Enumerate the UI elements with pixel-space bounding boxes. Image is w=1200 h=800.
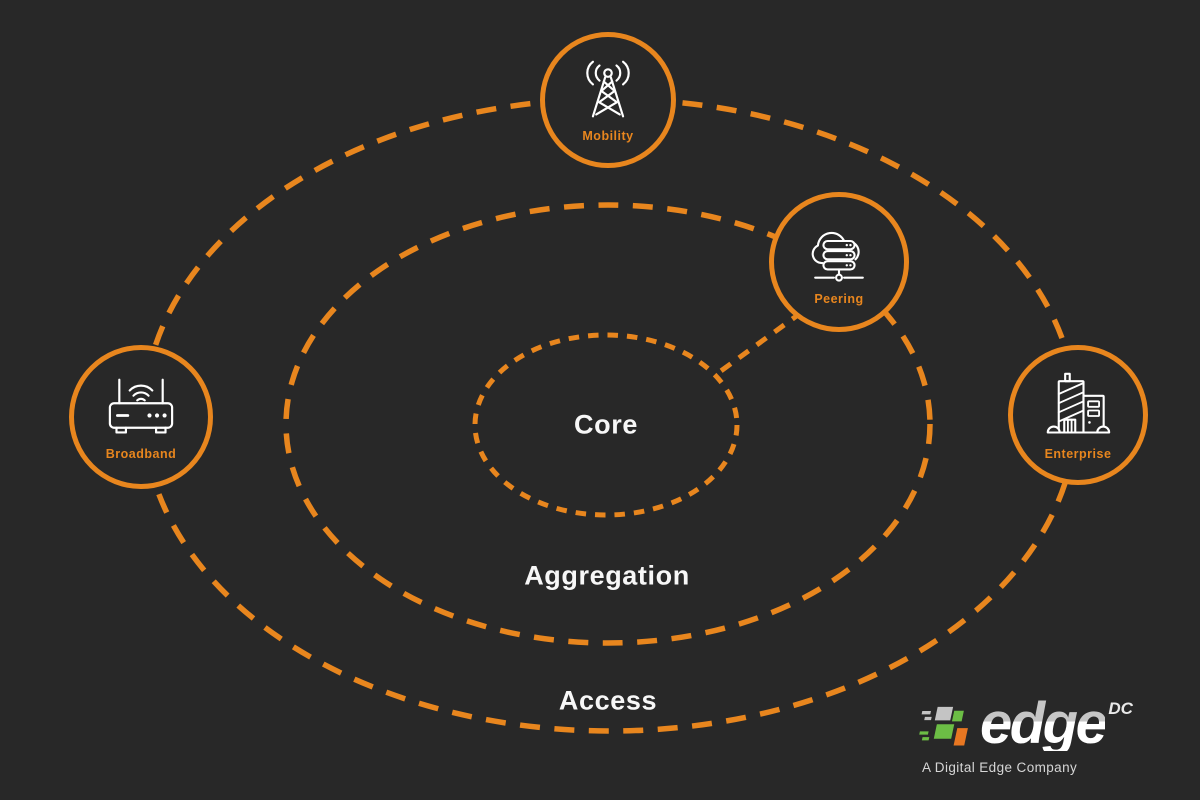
cell-tower-icon [586, 60, 630, 117]
peering-core-connector [712, 309, 804, 379]
access-layer-label: Access [558, 685, 658, 716]
wifi-router-icon [108, 378, 174, 434]
node-mobility: Mobility [540, 32, 676, 168]
node-enterprise-label: Enterprise [1044, 446, 1112, 461]
office-building-icon [1046, 372, 1111, 434]
logo-brand-text: edge [980, 691, 1108, 756]
logo-suffix-text: DC [1108, 699, 1133, 718]
aggregation-layer-label: Aggregation [524, 560, 690, 591]
cloud-servers-icon [811, 231, 864, 282]
logo-row: edge DC [914, 691, 1164, 760]
node-mobility-label: Mobility [582, 128, 634, 143]
logo-wordmark: edge DC [980, 691, 1133, 756]
node-broadband-label: Broadband [105, 446, 177, 461]
edgedc-logo-mark-icon [919, 706, 968, 746]
core-layer-label: Core [574, 409, 638, 440]
node-broadband: Broadband [69, 345, 213, 489]
core-ring [472, 332, 740, 518]
node-enterprise: Enterprise [1008, 345, 1148, 485]
edgedc-logo: edge DC A Digital Edge Company [914, 691, 1164, 775]
logo-tagline: A Digital Edge Company [922, 760, 1078, 775]
node-peering: Peering [769, 192, 909, 332]
node-peering-label: Peering [814, 291, 864, 306]
aggregation-ring [283, 202, 933, 646]
